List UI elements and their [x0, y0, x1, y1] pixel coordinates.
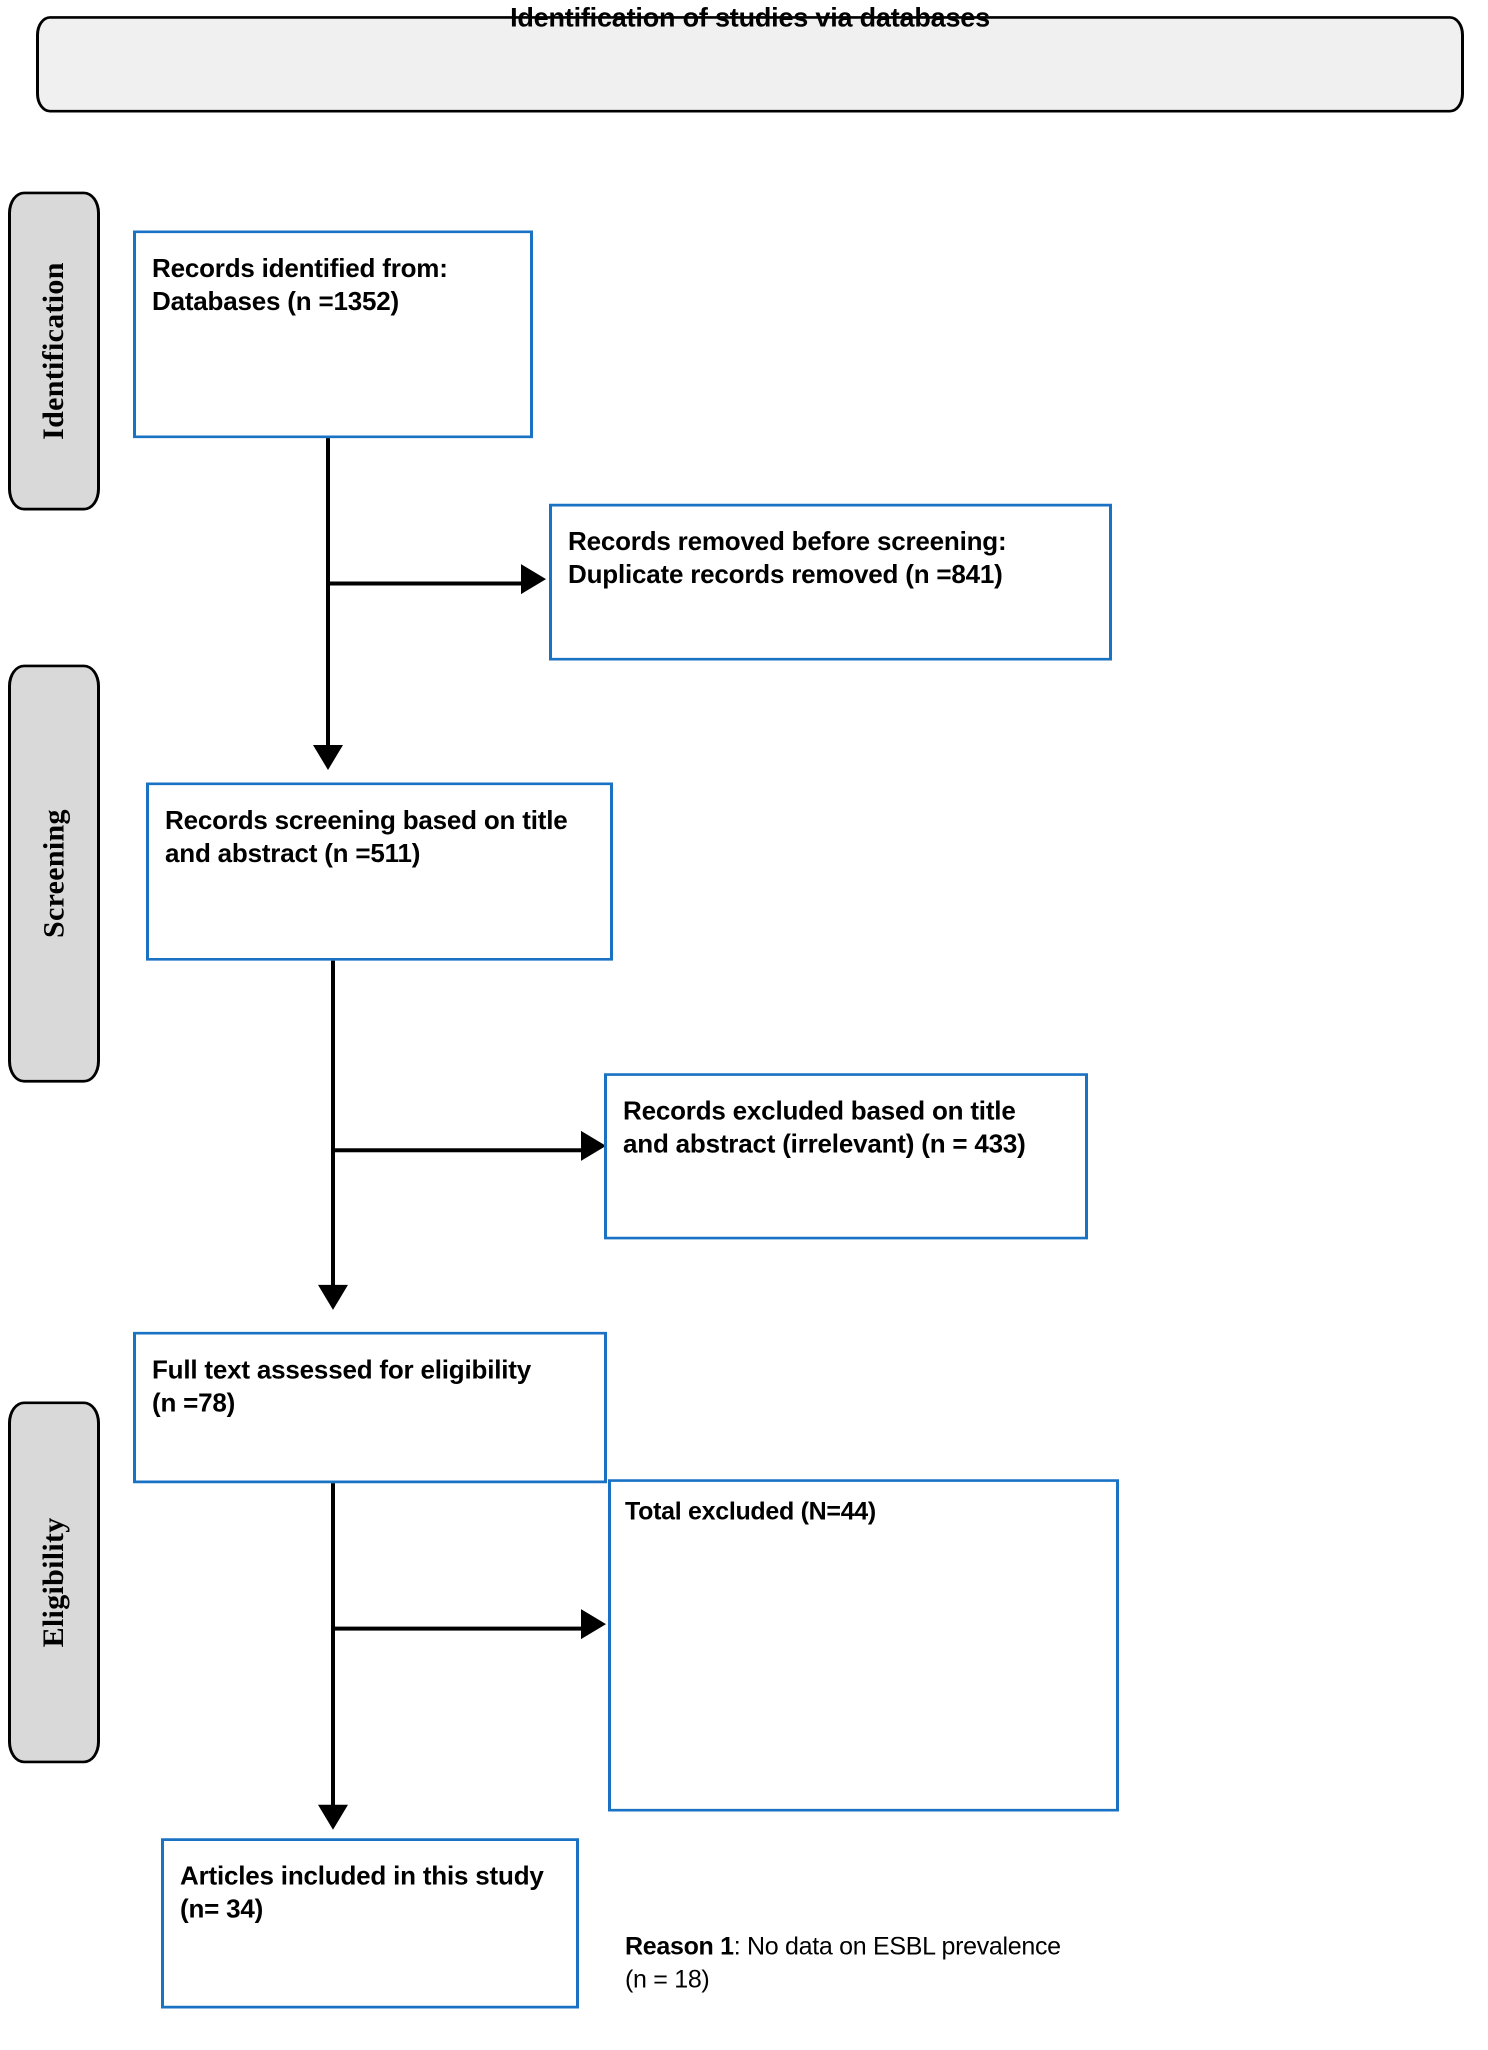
- arrowhead-fulltext-to-total-excluded: [581, 1609, 606, 1640]
- box-records-screened-text: Records screening based on title and abs…: [165, 804, 568, 869]
- box-records-removed-text: Records removed before screening: Duplic…: [568, 526, 1007, 590]
- stage-label-identification-text: Identification: [37, 262, 71, 440]
- reason-1-label: Reason 1: [625, 1932, 734, 1961]
- stage-label-eligibility-text: Eligibility: [37, 1517, 70, 1648]
- box-records-excluded-text: Records excluded based on title and abst…: [623, 1095, 1026, 1159]
- arrowhead-identified-to-removed: [521, 564, 546, 595]
- connector-identified-to-screened: [326, 438, 330, 752]
- box-full-text-assessed-text: Full text assessed for eligibility (n =7…: [152, 1354, 531, 1418]
- box-records-removed: Records removed before screening: Duplic…: [549, 503, 1112, 661]
- connector-screened-to-excluded: [331, 1148, 584, 1153]
- box-total-excluded-heading: Total excluded (N=44): [625, 1497, 876, 1526]
- arrowhead-screened-to-excluded: [581, 1130, 606, 1161]
- reason-1-text: : No data on ESBL prevalence (n = 18): [625, 1932, 1061, 1994]
- box-articles-included: Articles included in this study (n= 34): [161, 1838, 579, 2009]
- box-total-excluded-reason-1: Reason 1: No data on ESBL prevalence (n …: [625, 1897, 1102, 2050]
- box-records-excluded: Records excluded based on title and abst…: [604, 1073, 1088, 1240]
- connector-screened-to-fulltext: [331, 960, 335, 1292]
- diagram-header-banner: Identification of studies via databases: [36, 3, 1464, 113]
- connector-fulltext-to-total-excluded: [331, 1626, 584, 1631]
- box-total-excluded: Total excluded (N=44) Reason 1: No data …: [608, 1479, 1119, 1993]
- box-records-identified: Records identified from: Databases (n =1…: [133, 230, 533, 439]
- arrowhead-identified-to-screened: [313, 744, 343, 770]
- diagram-title: Identification of studies via databases: [510, 3, 990, 34]
- box-articles-included-text: Articles included in this study (n= 34): [180, 1860, 544, 1925]
- stage-label-screening: Screening: [8, 664, 100, 1083]
- stage-label-identification: Identification: [8, 191, 100, 511]
- connector-identified-to-removed: [326, 581, 524, 586]
- arrowhead-fulltext-to-included: [318, 1804, 348, 1830]
- box-records-screened: Records screening based on title and abs…: [146, 782, 613, 961]
- connector-fulltext-to-included: [331, 1483, 335, 1812]
- stage-label-screening-text: Screening: [37, 809, 70, 939]
- box-records-identified-text: Records identified from: Databases (n =1…: [152, 252, 448, 317]
- box-full-text-assessed: Full text assessed for eligibility (n =7…: [133, 1331, 607, 1484]
- stage-label-eligibility: Eligibility: [8, 1401, 100, 1764]
- arrowhead-screened-to-fulltext: [318, 1284, 348, 1310]
